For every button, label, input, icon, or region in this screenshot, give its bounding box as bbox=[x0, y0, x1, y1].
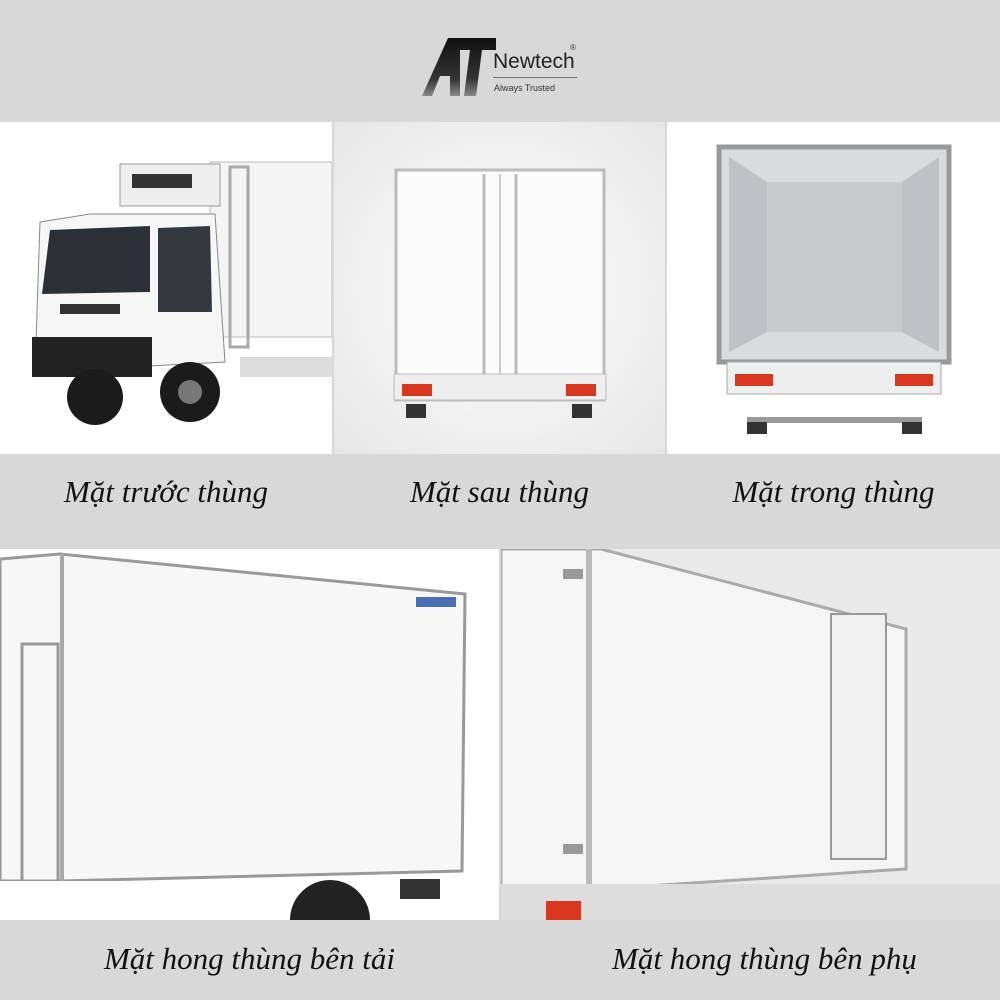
photo-inside-view bbox=[667, 122, 1000, 454]
brand-name: Newtech bbox=[493, 50, 575, 73]
caption-inside: Mặt trong thùng bbox=[732, 474, 935, 509]
at-logo-mark bbox=[422, 38, 496, 96]
caption-front: Mặt trước thùng bbox=[64, 474, 268, 509]
photo-front-view bbox=[0, 122, 332, 454]
registered-mark: ® bbox=[570, 43, 576, 52]
logo-divider bbox=[493, 77, 577, 78]
caption-side-passenger: Mặt hong thùng bên phụ bbox=[612, 941, 917, 976]
brand-tagline: Always Trusted bbox=[494, 83, 556, 93]
photo-side-driver bbox=[0, 549, 499, 920]
caption-rear: Mặt sau thùng bbox=[409, 474, 590, 509]
photo-rear-view bbox=[334, 122, 665, 454]
photo-side-passenger bbox=[501, 549, 1000, 920]
caption-side-driver: Mặt hong thùng bên tải bbox=[103, 941, 396, 976]
brand-logo: Newtech ® Always Trusted bbox=[420, 36, 585, 98]
